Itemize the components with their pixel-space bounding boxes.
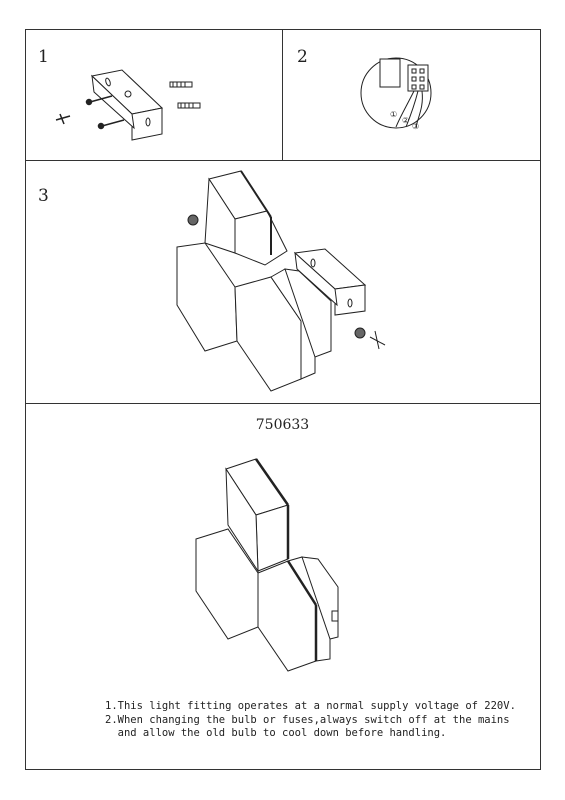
mounting-bracket-icon [295, 249, 365, 315]
hexagon-lamp-icon [177, 171, 331, 391]
safety-notes: 1.This light fitting operates at a norma… [105, 700, 516, 741]
step-3-illustration [175, 165, 395, 400]
screw-icon [56, 96, 124, 129]
divider-row-1 [25, 160, 541, 161]
note-line-3: and allow the old bulb to cool down befo… [105, 727, 447, 739]
step-2-number: 2 [297, 47, 308, 67]
note-line-1: 1.This light fitting operates at a norma… [105, 700, 516, 712]
wire-marker-2: ② [402, 116, 410, 125]
wall-plug-icon [170, 82, 200, 108]
model-number: 750633 [255, 417, 310, 433]
wire-marker-1: ① [390, 110, 398, 119]
final-lamp-illustration [190, 455, 350, 680]
mounting-bracket-icon [92, 70, 162, 140]
wire-marker-3: ③ [412, 122, 420, 131]
terminal-block-icon [408, 65, 428, 91]
step-2-illustration [360, 47, 440, 139]
divider-col [282, 29, 283, 160]
instruction-frame [25, 29, 541, 770]
note-line-2: 2.When changing the bulb or fuses,always… [105, 713, 510, 726]
step-1-illustration [50, 62, 210, 152]
step-1-number: 1 [38, 47, 49, 67]
step-3-number: 3 [38, 186, 49, 206]
hexagon-lamp-icon [196, 459, 338, 671]
bolt-icon [188, 215, 385, 349]
divider-row-2 [25, 403, 541, 404]
